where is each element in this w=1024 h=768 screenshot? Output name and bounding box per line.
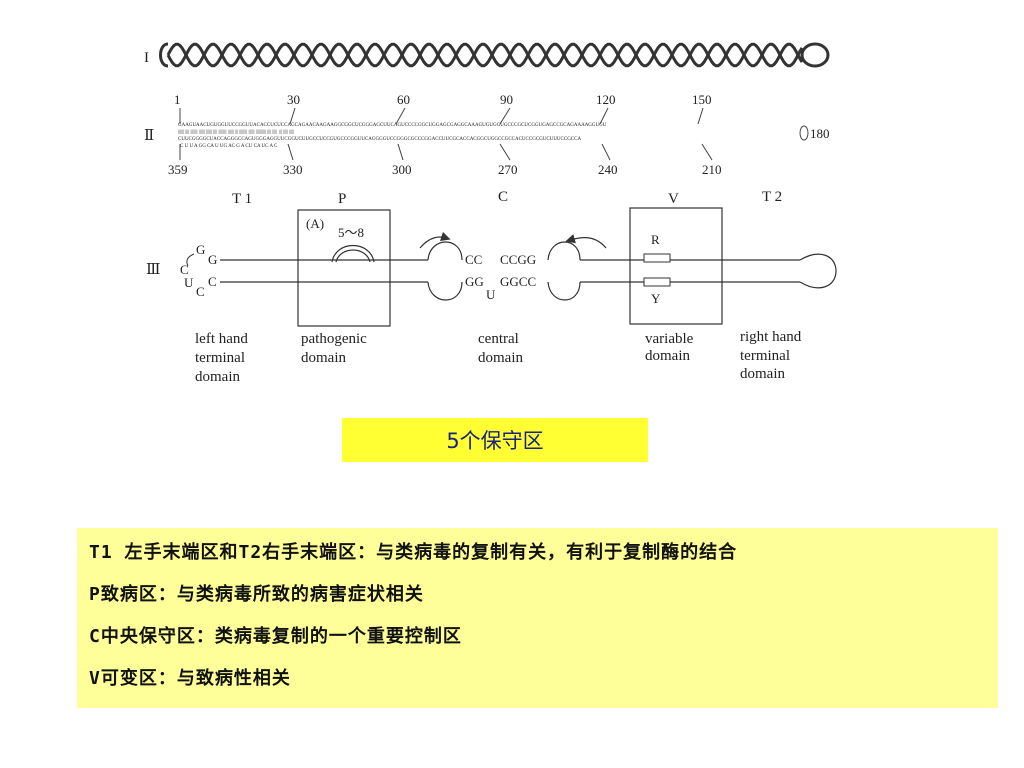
svg-text:pathogenic: pathogenic <box>301 331 367 347</box>
row-label-3: Ⅲ <box>146 262 160 278</box>
variable-y-block <box>643 277 671 287</box>
svg-text:domain: domain <box>740 366 785 382</box>
svg-text:C: C <box>208 274 217 289</box>
pos-330: 330 <box>283 162 303 177</box>
domain-label-variable: variable domain <box>645 331 694 364</box>
pathogenic-domain-box <box>297 209 391 327</box>
pos-359: 359 <box>168 162 188 177</box>
variable-r-block <box>643 253 671 263</box>
svg-text:CUUCGGGGCUACCAGGGCCAGUGGGAGGUU: CUUCGGGGCUACCAGGGCCAGUGGGAGGUUCGGUCUUGCC… <box>178 137 581 142</box>
pos-240: 240 <box>598 162 618 177</box>
svg-text:|||||| |||| ||||||| |||||| |||: |||||| |||| ||||||| |||||| |||||| |||| |… <box>178 130 294 135</box>
note-variable-domain: V可变区：与致病性相关 <box>89 668 291 689</box>
svg-text:C U U A GG CA U UG AC: C U U A GG CA U UG AC G A CU CA UC A C <box>180 144 278 149</box>
sequence-right-end-loop <box>799 125 809 141</box>
svg-text:GAAGUAACUGUGGUUCCGGUUACACCUCUC: GAAGUAACUGUGGUUCCGGUUACACCUCUCCAGCAGAACA… <box>178 123 607 128</box>
pos-120: 120 <box>596 92 616 107</box>
sequence-strands: GAAGUAACUGUGGUUCCGGUUACACCUCUCCAGCAGAACA… <box>178 123 607 149</box>
svg-text:domain: domain <box>645 348 690 364</box>
pos-60: 60 <box>397 92 410 107</box>
svg-text:U: U <box>184 275 194 290</box>
svg-text:G: G <box>196 242 205 257</box>
pos-210: 210 <box>702 162 722 177</box>
pos-180: 180 <box>810 126 830 141</box>
region-code-c: C <box>498 189 508 205</box>
helix-right-end-loop <box>800 42 830 68</box>
conserved-regions-caption: 5个保守区 <box>342 418 648 462</box>
pos-90: 90 <box>500 92 513 107</box>
p-box-range: 5～8 <box>338 225 364 240</box>
p-box-a-label: (A) <box>306 216 324 231</box>
region-code-t1: T 1 <box>232 191 252 207</box>
svg-text:C: C <box>180 262 189 277</box>
variable-y: Y <box>651 291 661 306</box>
svg-text:G: G <box>208 252 217 267</box>
svg-text:CC: CC <box>465 252 482 267</box>
svg-text:CCGG: CCGG <box>500 252 536 267</box>
region-code-p: P <box>338 191 346 207</box>
svg-text:U: U <box>486 287 496 302</box>
domain-label-left: left hand terminal domain <box>195 331 248 385</box>
row-label-1: I <box>144 50 149 66</box>
svg-text:domain: domain <box>195 369 240 385</box>
notes-panel: T1 左手末端区和T2右手末端区：与类病毒的复制有关，有利于复制酶的结合 P致病… <box>77 528 998 708</box>
pos-270: 270 <box>498 162 518 177</box>
region-code-v: V <box>668 191 679 207</box>
note-pathogenic-domain: P致病区：与类病毒所致的病害症状相关 <box>89 584 424 605</box>
note-terminal-domains: T1 左手末端区和T2右手末端区：与类病毒的复制有关，有利于复制酶的结合 <box>89 542 738 563</box>
left-terminal-loop: G G C C U C <box>180 242 217 299</box>
svg-text:C: C <box>196 284 205 299</box>
duplex-strands <box>220 231 837 301</box>
domain-label-pathogenic: pathogenic domain <box>301 331 367 366</box>
svg-text:variable: variable <box>645 331 694 347</box>
bottom-position-numbers: 359 330 300 270 240 210 <box>168 162 722 177</box>
svg-text:GGCC: GGCC <box>500 274 536 289</box>
twisted-helix <box>159 42 804 68</box>
variable-r: R <box>651 232 660 247</box>
pos-300: 300 <box>392 162 412 177</box>
domain-label-central: central domain <box>478 331 523 366</box>
svg-text:domain: domain <box>478 350 523 366</box>
oligo-a-bulge <box>331 245 375 263</box>
svg-text:terminal: terminal <box>740 348 790 364</box>
top-number-ticks <box>179 107 704 125</box>
svg-text:domain: domain <box>301 350 346 366</box>
pos-1: 1 <box>174 92 181 107</box>
domain-label-right: right hand terminal domain <box>740 329 802 382</box>
note-central-domain: C中央保守区：类病毒复制的一个重要控制区 <box>89 626 462 647</box>
viroid-structure-diagram: I Ⅱ 1 30 60 90 120 150 GAAGUAACUGUGGUUCC… <box>144 42 837 385</box>
top-position-numbers: 1 30 60 90 120 150 <box>174 92 712 107</box>
pos-30: 30 <box>287 92 300 107</box>
bottom-number-ticks <box>179 143 713 161</box>
svg-text:central: central <box>478 331 519 347</box>
svg-text:GG: GG <box>465 274 484 289</box>
svg-text:right hand: right hand <box>740 329 802 345</box>
svg-text:left hand: left hand <box>195 331 248 347</box>
variable-domain-box <box>629 207 723 325</box>
svg-text:terminal: terminal <box>195 350 245 366</box>
central-domain-bases: CC CCGG GG GGCC U <box>465 252 536 302</box>
pos-150: 150 <box>692 92 712 107</box>
region-code-t2: T 2 <box>762 189 782 205</box>
row-label-2: Ⅱ <box>144 128 154 144</box>
